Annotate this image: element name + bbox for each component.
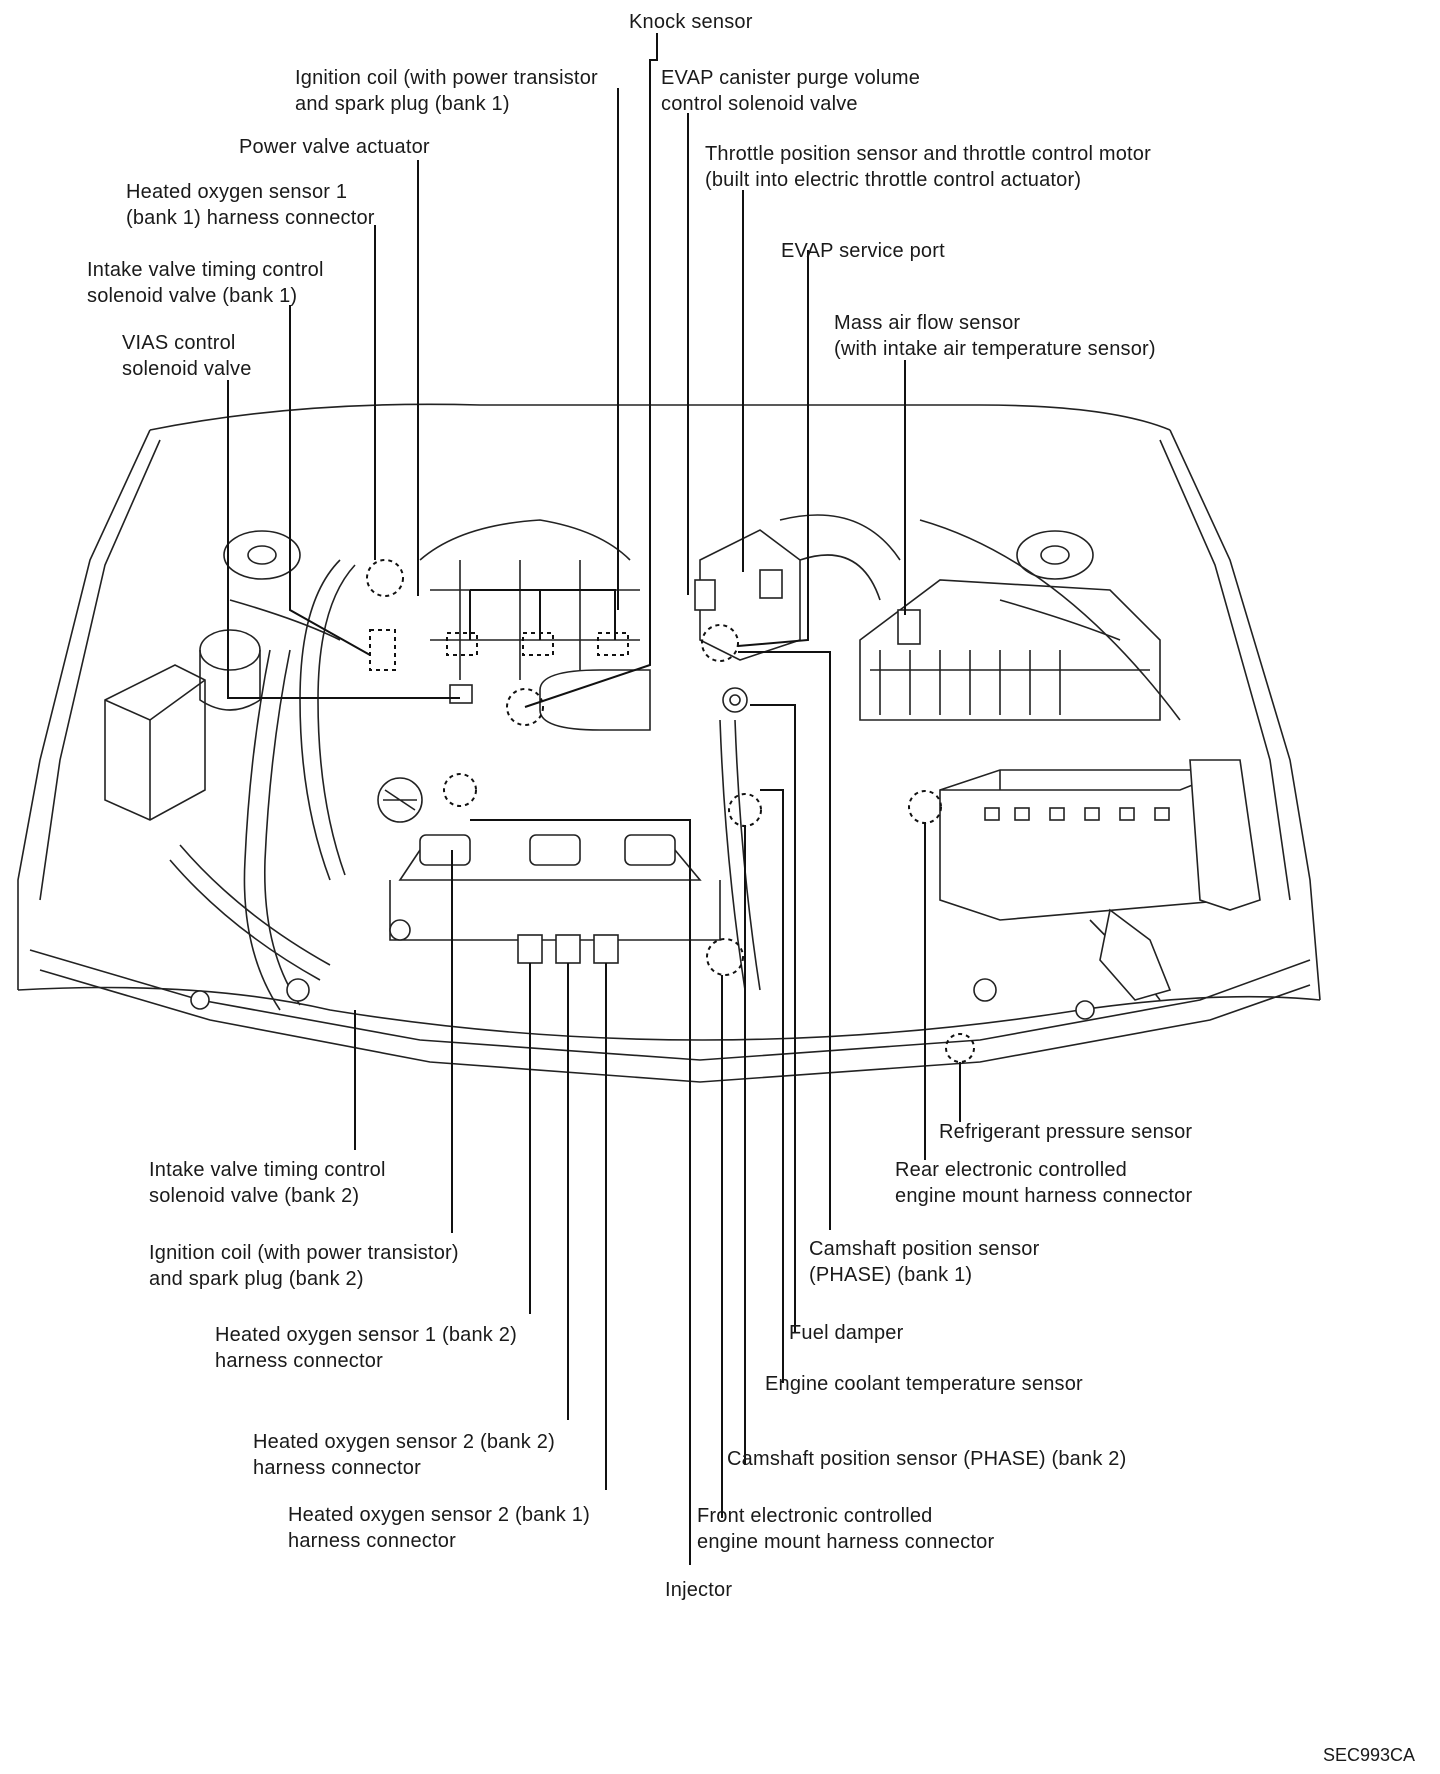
label-evap-service-port: EVAP service port bbox=[781, 238, 945, 264]
label-camshaft-position-sensor-bank1: Camshaft position sensor (PHASE) (bank 1… bbox=[809, 1236, 1039, 1288]
label-line: Rear electronic controlled bbox=[895, 1159, 1127, 1181]
label-engine-coolant-temperature-sensor: Engine coolant temperature sensor bbox=[765, 1371, 1083, 1397]
label-power-valve-actuator: Power valve actuator bbox=[239, 134, 430, 160]
label-line: Knock sensor bbox=[629, 11, 753, 33]
label-line: Injector bbox=[665, 1579, 733, 1601]
label-refrigerant-pressure-sensor: Refrigerant pressure sensor bbox=[939, 1119, 1192, 1145]
label-vias-solenoid: VIAS control solenoid valve bbox=[122, 330, 252, 382]
leader-lines bbox=[227, 33, 961, 1565]
label-line: harness connector bbox=[288, 1530, 456, 1552]
label-ivt-solenoid-bank2: Intake valve timing control solenoid val… bbox=[149, 1157, 386, 1209]
label-line: Heated oxygen sensor 1 bbox=[126, 181, 348, 203]
label-ho2s2-bank2-connector: Heated oxygen sensor 2 (bank 2) harness … bbox=[253, 1429, 555, 1481]
label-line: Heated oxygen sensor 2 (bank 2) bbox=[253, 1431, 555, 1453]
label-line: Mass air flow sensor bbox=[834, 312, 1021, 334]
label-line: (built into electric throttle control ac… bbox=[705, 169, 1082, 191]
label-line: (bank 1) harness connector bbox=[126, 207, 375, 229]
label-fuel-damper: Fuel damper bbox=[789, 1320, 903, 1346]
label-line: engine mount harness connector bbox=[697, 1531, 995, 1553]
label-line: engine mount harness connector bbox=[895, 1185, 1193, 1207]
label-line: solenoid valve (bank 1) bbox=[87, 285, 298, 307]
label-line: Fuel damper bbox=[789, 1322, 904, 1344]
label-knock-sensor: Knock sensor bbox=[629, 9, 753, 35]
label-line: Ignition coil (with power transistor bbox=[295, 67, 598, 89]
label-line: Camshaft position sensor (PHASE) (bank 2… bbox=[727, 1448, 1127, 1470]
figure-code: SEC993CA bbox=[1323, 1742, 1415, 1768]
label-line: Heated oxygen sensor 1 (bank 2) bbox=[215, 1324, 517, 1346]
label-line: (PHASE) (bank 1) bbox=[809, 1264, 973, 1286]
label-line: Engine coolant temperature sensor bbox=[765, 1373, 1083, 1395]
label-line: Ignition coil (with power transistor) bbox=[149, 1242, 459, 1264]
label-line: control solenoid valve bbox=[661, 93, 858, 115]
label-mass-air-flow-sensor: Mass air flow sensor (with intake air te… bbox=[834, 310, 1156, 362]
label-ivt-solenoid-bank1: Intake valve timing control solenoid val… bbox=[87, 257, 324, 309]
label-ho2s2-bank1-connector: Heated oxygen sensor 2 (bank 1) harness … bbox=[288, 1502, 590, 1554]
label-evap-purge-valve: EVAP canister purge volume control solen… bbox=[661, 65, 920, 117]
label-line: (with intake air temperature sensor) bbox=[834, 338, 1156, 360]
label-ignition-coil-bank2: Ignition coil (with power transistor) an… bbox=[149, 1240, 459, 1292]
label-line: Refrigerant pressure sensor bbox=[939, 1121, 1193, 1143]
label-line: harness connector bbox=[215, 1350, 383, 1372]
label-line: EVAP canister purge volume bbox=[661, 67, 921, 89]
label-line: Power valve actuator bbox=[239, 136, 430, 158]
engine-bay-outline bbox=[17, 403, 1321, 1083]
label-line: Camshaft position sensor bbox=[809, 1238, 1040, 1260]
label-rear-engine-mount-connector: Rear electronic controlled engine mount … bbox=[895, 1157, 1192, 1209]
label-line: EVAP service port bbox=[781, 240, 945, 262]
label-throttle-position-sensor: Throttle position sensor and throttle co… bbox=[705, 141, 1151, 193]
label-line: harness connector bbox=[253, 1457, 421, 1479]
label-line: Heated oxygen sensor 2 (bank 1) bbox=[288, 1504, 590, 1526]
label-line: and spark plug (bank 1) bbox=[295, 93, 510, 115]
label-camshaft-position-sensor-bank2: Camshaft position sensor (PHASE) (bank 2… bbox=[727, 1446, 1126, 1472]
label-ignition-coil-bank1: Ignition coil (with power transistor and… bbox=[295, 65, 598, 117]
label-line: solenoid valve bbox=[122, 358, 252, 380]
label-line: Intake valve timing control bbox=[87, 259, 324, 281]
label-line: Intake valve timing control bbox=[149, 1159, 386, 1181]
label-front-engine-mount-connector: Front electronic controlled engine mount… bbox=[697, 1503, 994, 1555]
label-line: Front electronic controlled bbox=[697, 1505, 933, 1527]
label-line: VIAS control bbox=[122, 332, 236, 354]
label-ho2s1-bank2-connector: Heated oxygen sensor 1 (bank 2) harness … bbox=[215, 1322, 517, 1374]
label-ho2s1-bank1-connector: Heated oxygen sensor 1 (bank 1) harness … bbox=[126, 179, 375, 231]
label-injector: Injector bbox=[665, 1577, 732, 1603]
label-line: Throttle position sensor and throttle co… bbox=[705, 143, 1151, 165]
label-line: solenoid valve (bank 2) bbox=[149, 1185, 360, 1207]
figure-code-text: SEC993CA bbox=[1323, 1745, 1416, 1765]
label-line: and spark plug (bank 2) bbox=[149, 1268, 364, 1290]
